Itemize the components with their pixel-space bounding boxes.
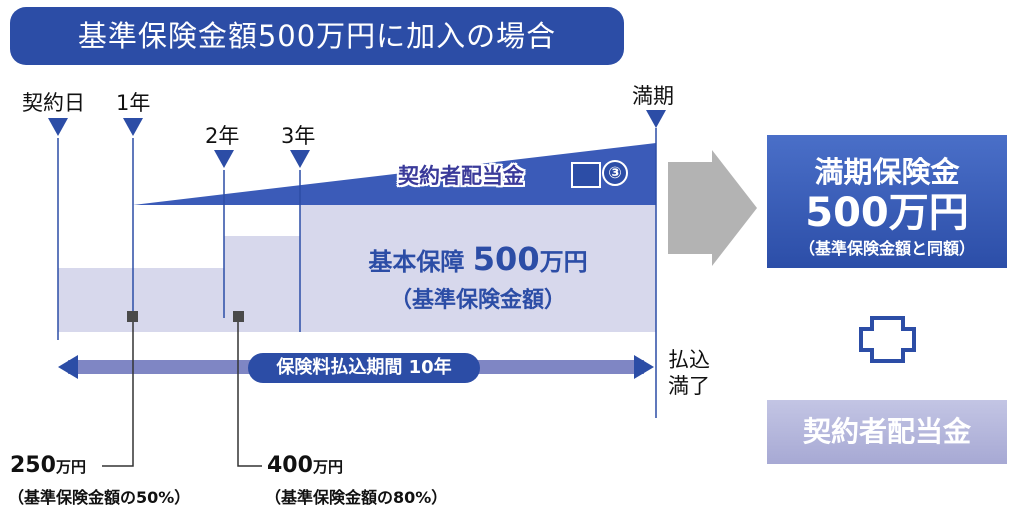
payment-period-label: 保険料払込期間 10年: [248, 353, 480, 383]
period-arrow-left: [58, 355, 78, 379]
base-coverage-line2: （基準保険金額）: [389, 288, 566, 313]
callout-mid-unit: 万円: [312, 458, 343, 476]
dividend-box: 契約者配当金: [767, 400, 1007, 464]
callout-line-left: [102, 322, 134, 467]
callout-line-mid: [237, 322, 262, 467]
contract-day-marker: [48, 118, 68, 136]
maturity-label: 満期: [632, 84, 674, 108]
callout-mid-amount: 400万円: [267, 453, 343, 478]
payment-end-label-2: 満了: [668, 374, 710, 398]
dividend-band-label: 契約者配当金: [398, 164, 524, 188]
base-coverage-label: 基本保障: [368, 248, 465, 276]
year3-label: 3年: [281, 124, 316, 148]
callout-left-note: （基準保険金額の50%）: [8, 488, 191, 507]
base-coverage-unit: 万円: [539, 248, 588, 276]
book-icon: [571, 162, 601, 188]
maturity-marker: [646, 110, 666, 128]
callout-left-amount: 250万円: [10, 453, 86, 478]
year2-label: 2年: [205, 124, 240, 148]
coverage-stage-3: [300, 205, 656, 332]
plus-icon: [859, 316, 916, 363]
maturity-benefit-title: 満期保険金: [814, 155, 960, 189]
year1-marker: [123, 118, 143, 136]
callout-left-value: 250: [10, 453, 56, 478]
dividend-band: [133, 143, 656, 205]
maturity-benefit-amount: 500万円: [805, 190, 969, 236]
base-coverage-line1: 基本保障 500万円: [300, 240, 656, 278]
page-title: 基準保険金額500万円に加入の場合: [10, 7, 624, 65]
callout-mid-note: （基準保険金額の80%）: [265, 488, 448, 507]
year2-marker: [214, 150, 234, 168]
base-coverage-amount: 500: [472, 240, 540, 278]
maturity-benefit-box: 満期保険金 500万円 （基準保険金額と同額）: [767, 135, 1007, 268]
callout-left-unit: 万円: [55, 458, 86, 476]
payment-end-label-1: 払込: [668, 348, 710, 372]
callout-mid-value: 400: [267, 453, 313, 478]
ref-number-badge: ③: [602, 160, 628, 186]
contract-day-label: 契約日: [22, 91, 85, 115]
year3-marker: [290, 150, 310, 168]
coverage-stage-1: [58, 268, 224, 332]
year1-label: 1年: [116, 91, 151, 115]
marker-square-mid: [233, 311, 244, 322]
period-arrow-right: [634, 355, 654, 379]
maturity-benefit-note: （基準保険金額と同額）: [798, 239, 975, 258]
marker-square-left: [127, 311, 138, 322]
transition-arrow: [668, 150, 757, 266]
